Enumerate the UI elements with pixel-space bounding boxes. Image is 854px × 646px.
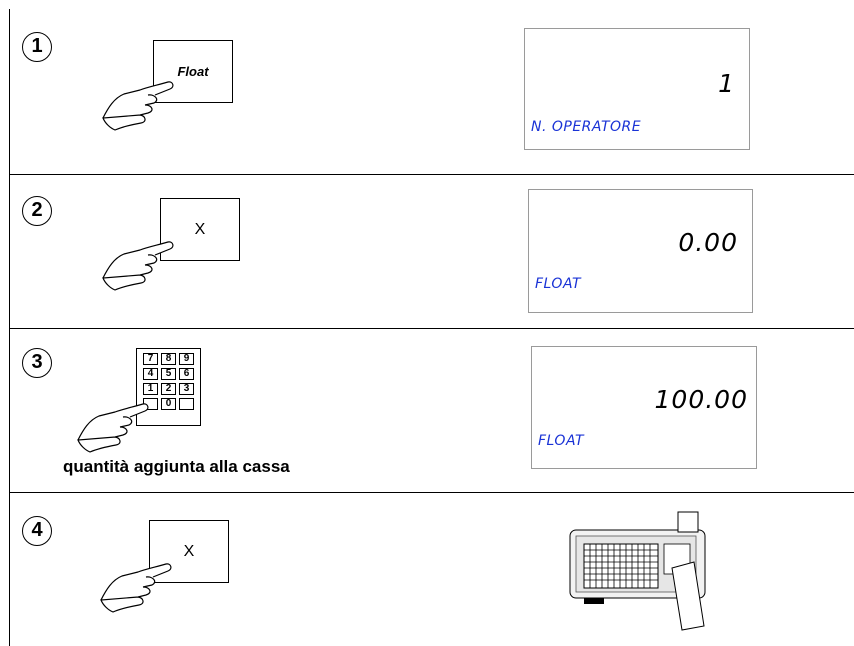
keypad-key[interactable]: 9: [179, 353, 194, 365]
row-divider: [9, 174, 854, 175]
keypad-key[interactable]: 5: [161, 368, 176, 380]
keypad-key[interactable]: 6: [179, 368, 194, 380]
lcd-label: FLOAT: [535, 276, 581, 292]
scale-printer-icon: [568, 508, 713, 636]
step-caption: quantità aggiunta alla cassa: [63, 457, 290, 477]
row-divider: [9, 492, 854, 493]
keypad-key[interactable]: 4: [143, 368, 158, 380]
lcd-value: 100.00: [655, 385, 748, 414]
step-number: 4: [22, 516, 52, 546]
lcd-display: 0.00 FLOAT: [528, 189, 753, 313]
lcd-label: FLOAT: [538, 433, 584, 449]
row-divider: [9, 328, 854, 329]
pointing-hand-icon: [75, 400, 155, 455]
lcd-value: 1: [718, 69, 735, 98]
pointing-hand-icon: [100, 78, 180, 133]
lcd-display: 1 N. OPERATORE: [524, 28, 750, 150]
pointing-hand-icon: [100, 238, 180, 293]
keypad-key[interactable]: 3: [179, 383, 194, 395]
keypad-key[interactable]: 0: [161, 398, 176, 410]
lcd-display: 100.00 FLOAT: [531, 346, 757, 469]
step-number: 1: [22, 32, 52, 62]
keypad-key[interactable]: 1: [143, 383, 158, 395]
step-number: 2: [22, 196, 52, 226]
keypad-key[interactable]: [179, 398, 194, 410]
pointing-hand-icon: [98, 560, 178, 615]
lcd-value: 0.00: [678, 228, 738, 257]
keypad-key[interactable]: 7: [143, 353, 158, 365]
keypad-key[interactable]: 8: [161, 353, 176, 365]
lcd-label: N. OPERATORE: [531, 119, 641, 135]
keypad-key[interactable]: 2: [161, 383, 176, 395]
step-number: 3: [22, 348, 52, 378]
